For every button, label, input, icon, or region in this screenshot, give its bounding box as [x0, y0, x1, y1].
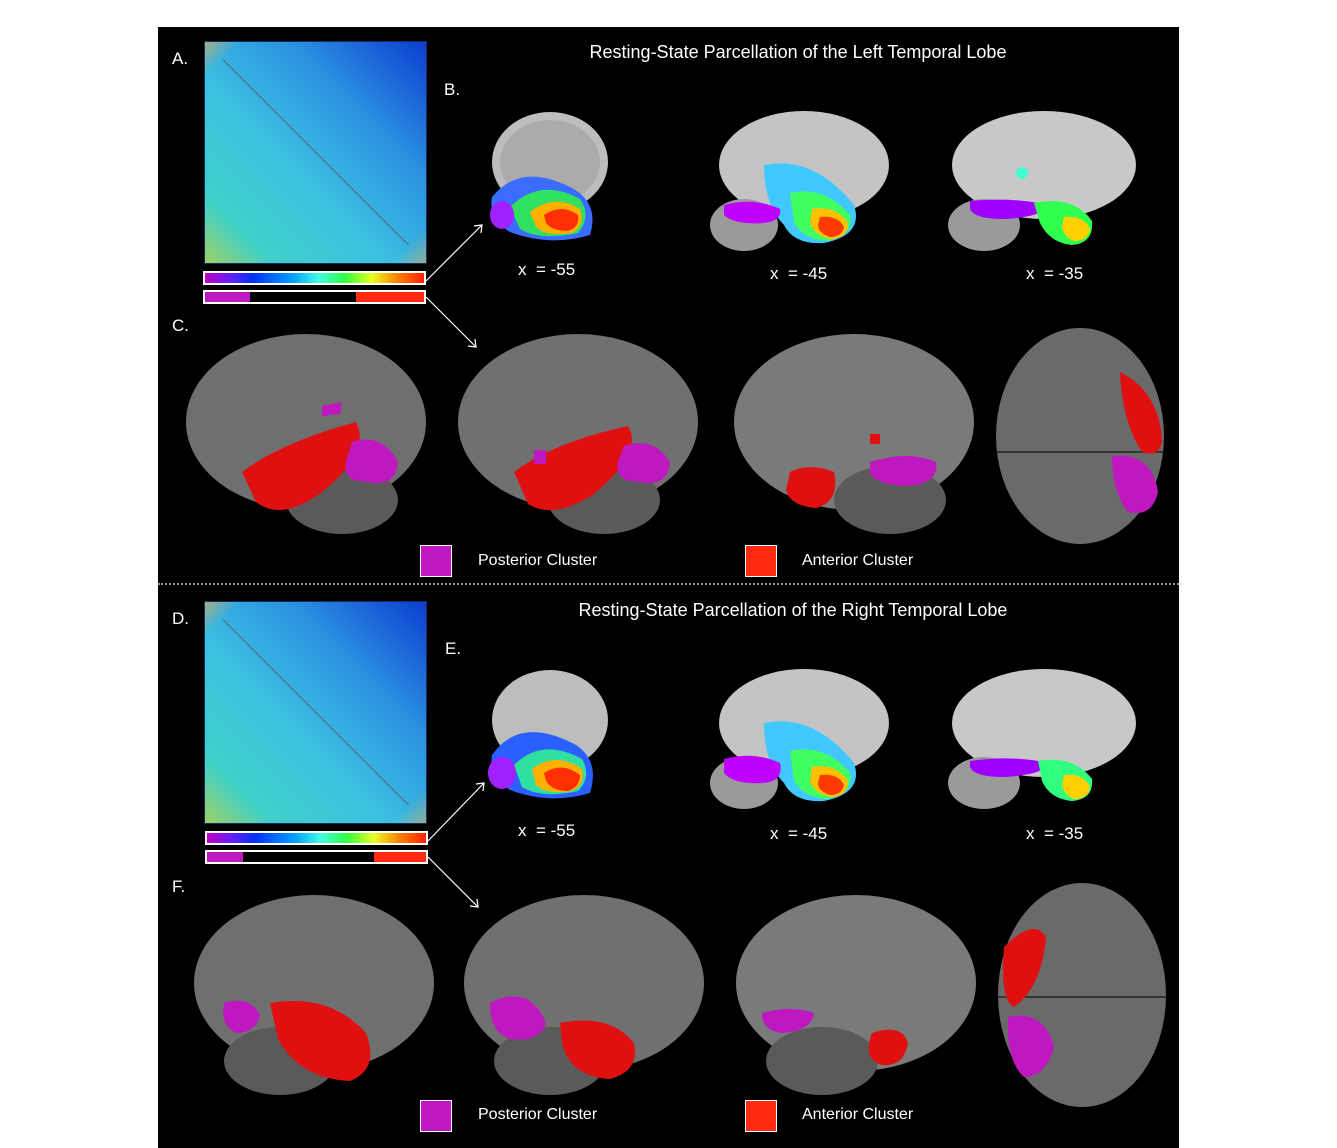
- figure-panel: A. Resting-State Parcellation of the Lef…: [158, 27, 1179, 1148]
- anterior-legend-swatch-bottom: [745, 1100, 777, 1132]
- gradient-colorbar-right: [205, 831, 428, 845]
- posterior-legend-swatch-bottom: [420, 1100, 452, 1132]
- panel-label-f: F.: [172, 877, 186, 896]
- cluster-bar-left: [203, 290, 426, 304]
- sagittal-slice-right-x35: [948, 669, 1136, 809]
- sagittal-slice-left-x55: [490, 112, 608, 241]
- sagittal-slice-right-x55: [488, 670, 608, 799]
- panel-label-c: C.: [172, 316, 189, 335]
- posterior-legend-swatch: [420, 545, 452, 577]
- coord-label-5: x = -45: [770, 824, 828, 843]
- ventral-surface-left: [996, 328, 1164, 544]
- medial-surface-left: [734, 334, 974, 534]
- posterior-legend-label-bottom: Posterior Cluster: [478, 1106, 598, 1123]
- panel-label-e: E.: [445, 639, 462, 658]
- coord-label-4: x = -55: [518, 821, 576, 840]
- coord-label-6: x = -35: [1026, 824, 1084, 843]
- medial-surface-right: [736, 895, 976, 1095]
- coord-label-3: x = -35: [1026, 264, 1084, 283]
- anterior-legend-label: Anterior Cluster: [802, 552, 914, 569]
- bottom-title: Resting-State Parcellation of the Right …: [578, 600, 1008, 620]
- ventral-surface-right: [998, 883, 1166, 1107]
- lateral-surface-left: [186, 334, 426, 534]
- section-divider: [158, 583, 1179, 585]
- anterior-legend-swatch: [745, 545, 777, 577]
- panel-label-b: B.: [444, 80, 461, 99]
- lateral-surface-left-inflated: [458, 334, 698, 534]
- similarity-matrix-left: [204, 41, 427, 264]
- similarity-matrix-right: [204, 601, 427, 824]
- gradient-colorbar-left: [203, 271, 426, 285]
- top-title: Resting-State Parcellation of the Left T…: [589, 42, 1007, 62]
- arrow-icon: [425, 224, 483, 348]
- coord-label-1: x = -55: [518, 260, 576, 279]
- lateral-surface-right: [194, 895, 434, 1095]
- sagittal-slice-left-x45: [710, 111, 889, 251]
- panel-label-d: D.: [172, 609, 189, 628]
- posterior-legend-label: Posterior Cluster: [478, 552, 598, 569]
- sagittal-slice-left-x35: [948, 111, 1136, 251]
- cluster-bar-right: [205, 850, 428, 864]
- anterior-legend-label-bottom: Anterior Cluster: [802, 1106, 914, 1123]
- arrow-icon: [427, 782, 485, 908]
- sagittal-slice-right-x45: [710, 669, 889, 809]
- lateral-surface-right-inflated: [464, 895, 704, 1095]
- panel-label-a: A.: [172, 49, 189, 68]
- coord-label-2: x = -45: [770, 264, 828, 283]
